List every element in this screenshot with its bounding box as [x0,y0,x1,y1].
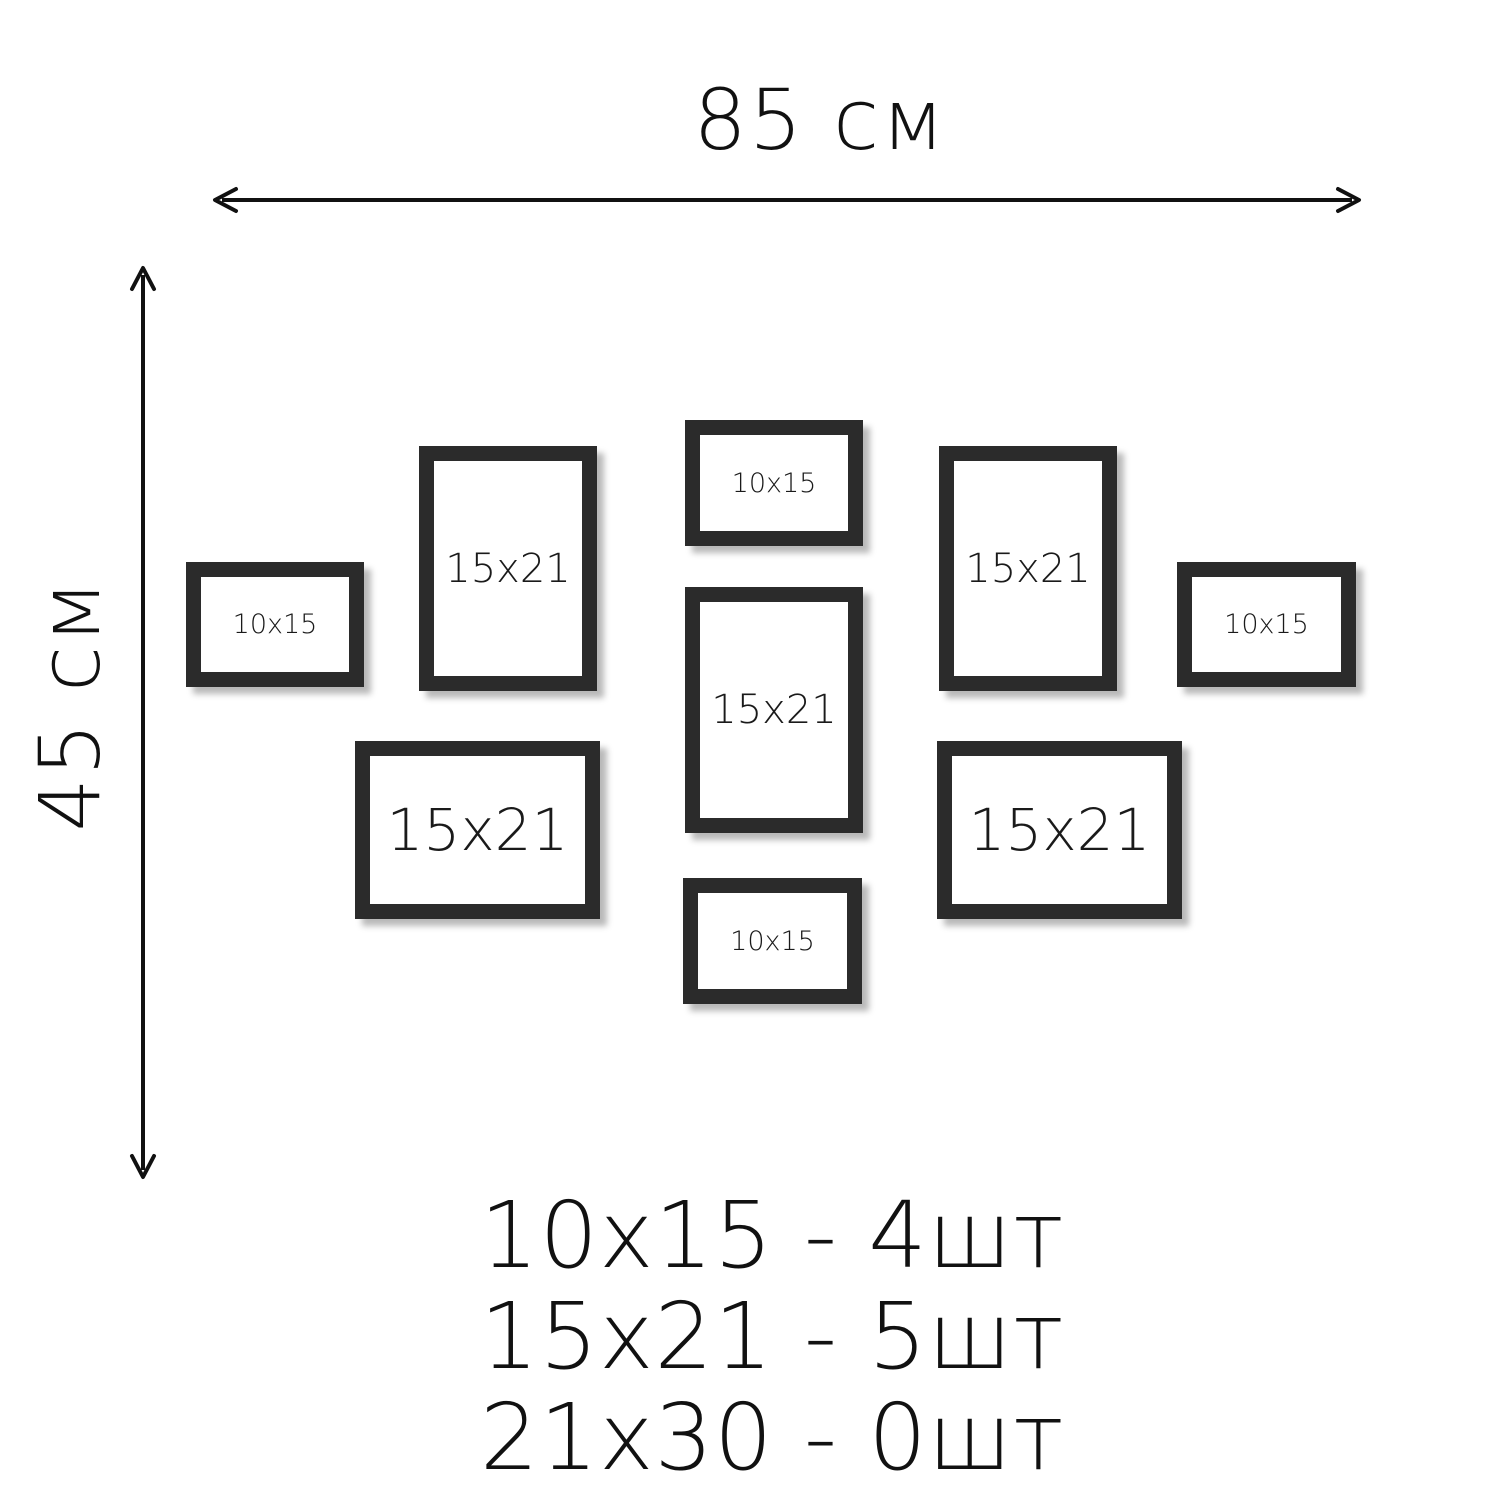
frame-right-landscape: 15x21 [937,741,1182,919]
frame-size-label: 15x21 [965,545,1091,592]
frame-size-label: 15x21 [386,796,569,864]
frame-left-landscape: 15x21 [355,741,600,919]
width-label: 85 см [693,71,947,169]
frame-size-label: 10x15 [1224,609,1309,640]
frame-bottom-center-small: 10x15 [683,878,862,1004]
height-arrow [130,266,156,1179]
frame-count-summary: 10x15 - 4шт 15x21 - 5шт 21x30 - 0шт [480,1185,1100,1488]
frame-left-small: 10x15 [186,562,364,687]
frame-top-center-small: 10x15 [685,420,863,546]
frame-right-portrait: 15x21 [939,446,1117,691]
frame-right-small: 10x15 [1177,562,1356,687]
frame-center-portrait: 15x21 [685,587,863,833]
frame-size-label: 10x15 [731,467,817,499]
width-arrow [213,187,1361,213]
frame-size-label: 15x21 [711,687,837,733]
frame-size-label: 10x15 [730,925,815,957]
frame-size-label: 15x21 [968,796,1151,864]
frame-left-portrait: 15x21 [419,446,597,691]
height-label: 45 см [21,578,119,832]
summary-line-10x15: 10x15 - 4шт [480,1182,1065,1289]
summary-line-15x21: 15x21 - 5шт [480,1283,1065,1390]
summary-line-21x30: 21x30 - 0шт [480,1384,1065,1491]
frame-size-label: 10x15 [232,609,318,640]
frame-size-label: 15x21 [445,545,571,592]
